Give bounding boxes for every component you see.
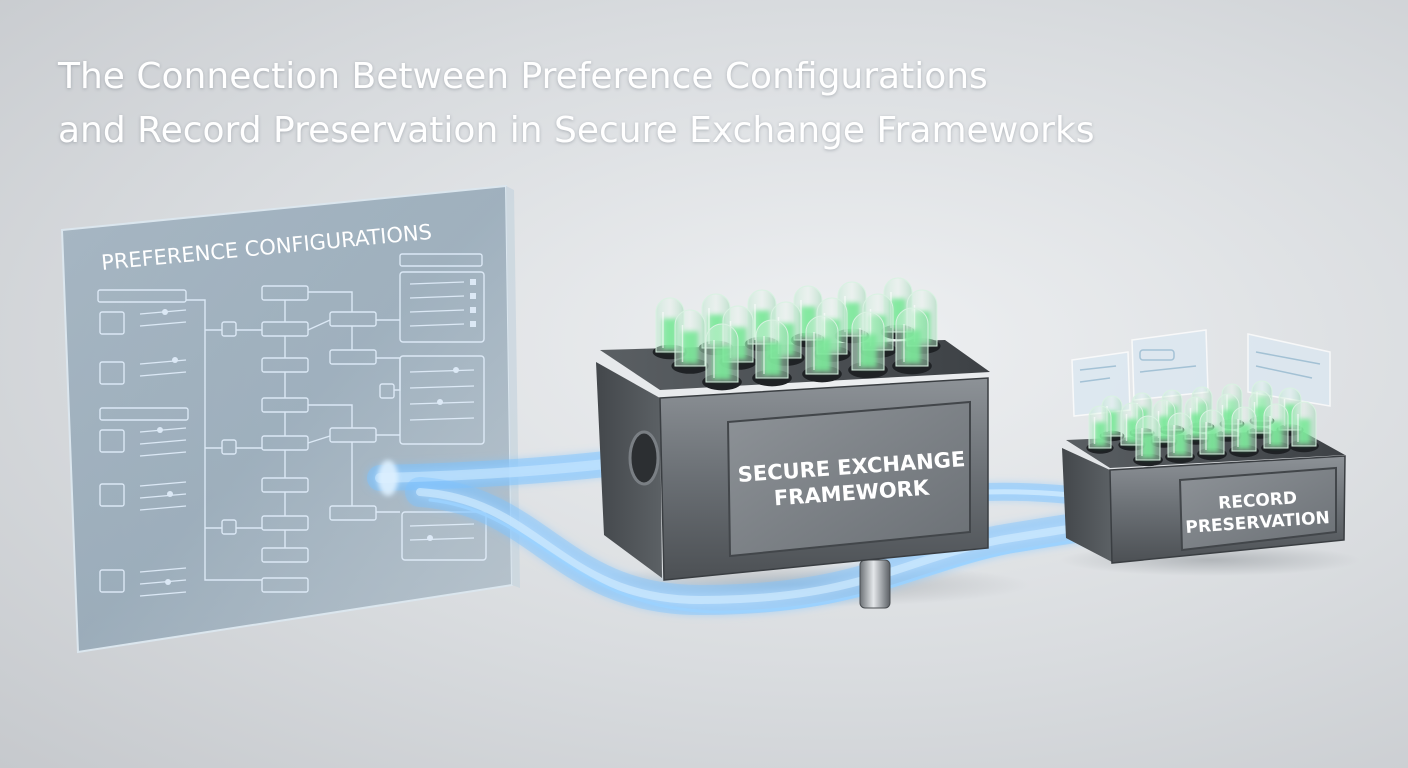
glass-tube — [848, 312, 888, 378]
storage-side — [1062, 448, 1112, 562]
glass-tube — [1165, 413, 1195, 463]
glass-tube — [1197, 410, 1227, 460]
glass-tube — [702, 324, 742, 390]
preference-configurations-panel: PREFERENCE CONFIGURATIONS — [62, 186, 520, 652]
record-preservation-device: RECORD PRESERVATION — [1062, 330, 1345, 563]
glass-tube — [752, 320, 792, 386]
glass-tube — [1133, 416, 1163, 466]
secure-exchange-framework-device: SECURE EXCHANGE FRAMEWORK — [596, 278, 990, 580]
glass-tube — [802, 316, 842, 382]
framework-input-port — [630, 432, 658, 484]
glass-tube — [1086, 406, 1113, 454]
glass-tube — [1229, 407, 1259, 457]
cable-bundle-end — [378, 460, 398, 496]
glass-tube — [1261, 404, 1291, 454]
glass-tube — [1289, 402, 1319, 452]
cable-coupling-ring — [860, 560, 890, 608]
glass-tube — [892, 308, 932, 374]
glass-tube — [671, 310, 708, 374]
